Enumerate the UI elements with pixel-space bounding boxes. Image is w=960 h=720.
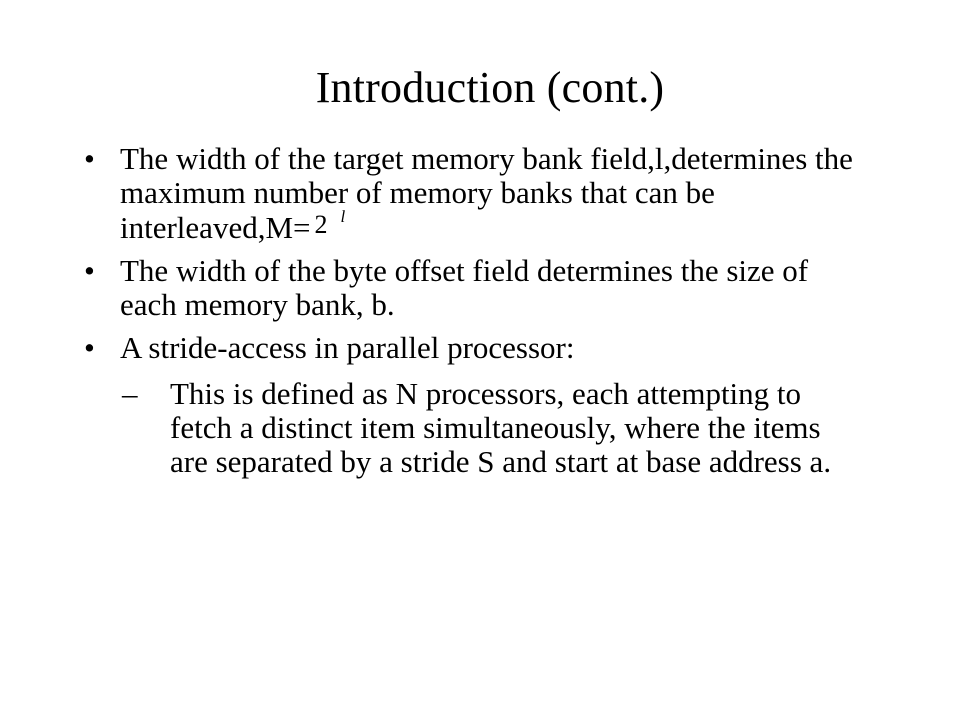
bullet-list: • The width of the target memory bank fi…: [84, 142, 864, 488]
subbullet-text: This is defined as N processors, each at…: [170, 376, 832, 479]
bullet-marker: •: [84, 141, 95, 176]
bullet-marker: •: [84, 330, 95, 365]
slide-title: Introduction (cont.): [315, 63, 665, 112]
subbullet-marker: –: [122, 376, 138, 411]
bullet-marker: •: [84, 253, 95, 288]
subbullet-item: – This is defined as N processors, each …: [122, 376, 864, 479]
formula-exponent: l: [340, 207, 346, 226]
bullet-text: A stride-access in parallel processor:: [120, 330, 575, 365]
bullet-text: The width of the byte offset field deter…: [120, 253, 809, 322]
subbullet-list: – This is defined as N processors, each …: [120, 377, 864, 479]
bullet-item: • The width of the target memory bank fi…: [84, 142, 864, 245]
formula-base: 2: [314, 210, 328, 239]
bullet-item: • A stride-access in parallel processor:…: [84, 331, 864, 479]
bullet-text: The width of the target memory bank fiel…: [120, 141, 853, 245]
bullet-item: • The width of the byte offset field det…: [84, 254, 864, 322]
